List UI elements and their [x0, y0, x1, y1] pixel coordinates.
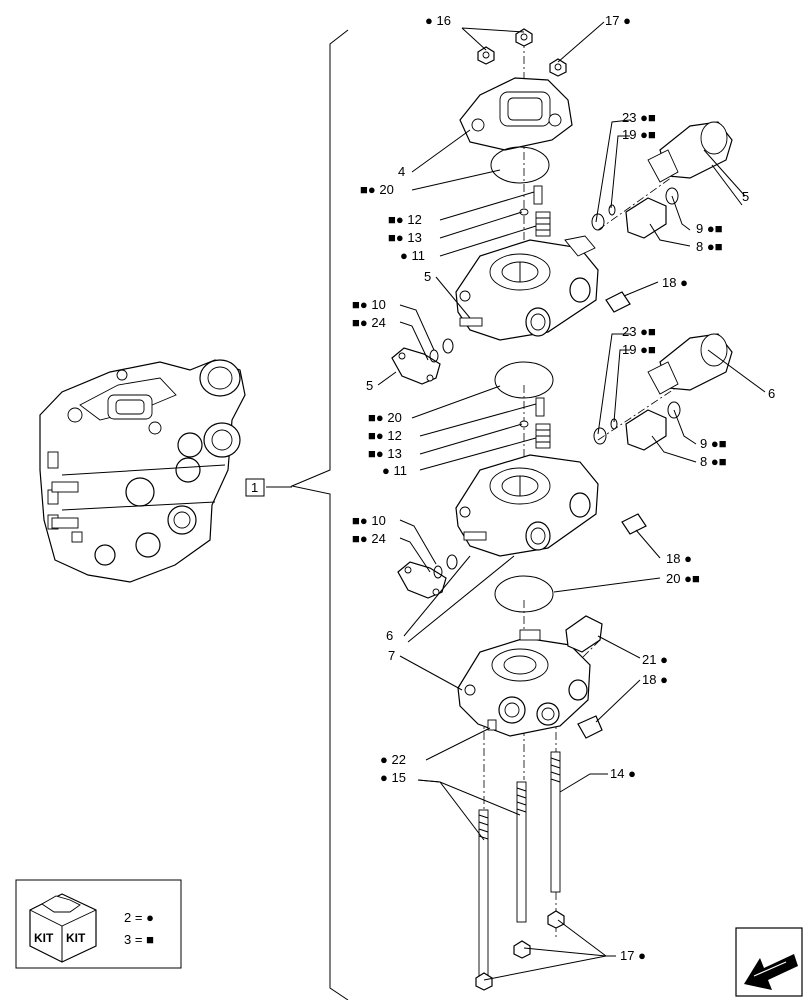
callout-20-upper: ■● 20 — [360, 182, 394, 197]
end-cover — [459, 77, 573, 151]
legend-row-2: 2 = ● — [124, 910, 154, 925]
callout-19-lower: 19 ●■ — [622, 342, 656, 357]
callout-15: ● 15 — [380, 770, 406, 785]
callout-18-middle: 18 ● — [666, 551, 692, 566]
callout-16: ● 16 — [425, 13, 451, 28]
callout-10-lower: ■● 10 — [352, 513, 386, 528]
callout-11-lower: ● 11 — [382, 463, 407, 478]
callout-13-lower: ■● 13 — [368, 446, 402, 461]
callout-11-upper: ● 11 — [400, 248, 425, 263]
callout-18-lower: 18 ● — [642, 672, 668, 687]
valve-section-lower — [455, 397, 599, 557]
svg-text:1: 1 — [251, 480, 258, 495]
legend-row-3: 3 = ■ — [124, 932, 154, 947]
svg-text:KIT: KIT — [66, 931, 86, 945]
callout-9-lower: 9 ●■ — [700, 436, 727, 451]
callout-23-upper: 23 ●■ — [622, 110, 656, 125]
tie-rods — [475, 719, 565, 991]
callout-23-lower: 23 ●■ — [622, 324, 656, 339]
callout-12-lower: ■● 12 — [368, 428, 402, 443]
callout-20-middle: ■● 20 — [368, 410, 402, 425]
top-nuts — [477, 28, 567, 77]
callout-7: 7 — [388, 648, 395, 663]
callout-4: 4 — [398, 164, 405, 179]
callout-18-upper: 18 ● — [662, 275, 688, 290]
callout-5-section: 5 — [424, 269, 431, 284]
callout-5-solenoid: 5 — [742, 189, 749, 204]
navigation-arrow-icon[interactable] — [735, 927, 803, 997]
kit-box-icon: KIT KIT — [29, 893, 97, 963]
callout-12-upper: ■● 12 — [388, 212, 422, 227]
callout-17-bottom: 17 ● — [620, 948, 646, 963]
assembled-valve-illustration — [39, 359, 246, 583]
callout-9-upper: 9 ●■ — [696, 221, 723, 236]
callout-22: ● 22 — [380, 752, 406, 767]
leader-lines — [377, 21, 766, 981]
callout-20-lower: 20 ●■ — [666, 571, 700, 586]
callout-24-lower: ■● 24 — [352, 531, 386, 546]
callout-6-solenoid: 6 — [768, 386, 775, 401]
flanges-and-seals — [391, 338, 458, 599]
callout-8-upper: 8 ●■ — [696, 239, 723, 254]
callout-5-flange: 5 — [366, 378, 373, 393]
callout-labels: ● 16 17 ● 4 ■● 20 23 ●■ 19 ●■ 5 ■● 12 ■●… — [352, 13, 775, 963]
callout-14: 14 ● — [610, 766, 636, 781]
inlet-section — [457, 629, 591, 737]
callout-24-upper: ■● 24 — [352, 315, 386, 330]
valve-section-upper — [455, 185, 599, 341]
callout-21: 21 ● — [642, 652, 668, 667]
assembly-label: 1 — [245, 478, 265, 497]
callout-13-upper: ■● 13 — [388, 230, 422, 245]
assembly-bracket — [266, 29, 349, 1000]
callout-10-upper: ■● 10 — [352, 297, 386, 312]
callout-19-upper: 19 ●■ — [622, 127, 656, 142]
callout-6-section: 6 — [386, 628, 393, 643]
kit-legend: KIT KIT 2 = ● 3 = ■ — [15, 879, 182, 969]
solenoid-cartridges — [565, 121, 733, 653]
svg-text:KIT: KIT — [34, 931, 54, 945]
o-rings — [490, 146, 554, 613]
callout-8-lower: 8 ●■ — [700, 454, 727, 469]
callout-17-top: 17 ● — [605, 13, 631, 28]
